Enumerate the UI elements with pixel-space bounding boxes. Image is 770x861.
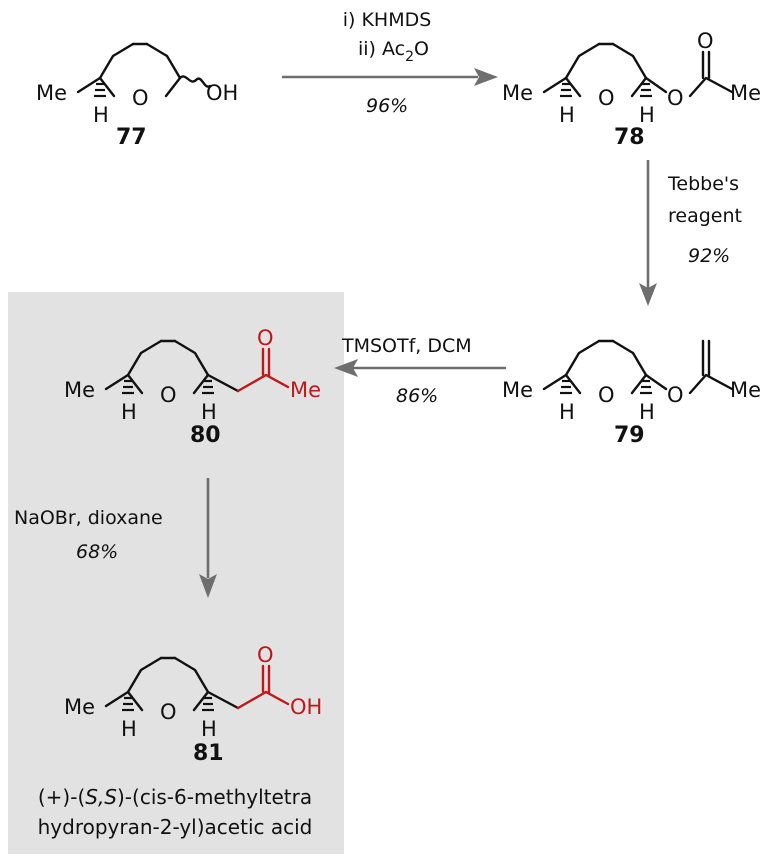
atom-h: H <box>559 400 575 424</box>
text-span: S,S <box>85 785 117 809</box>
step4-reagents: NaOBr, dioxane <box>14 507 163 529</box>
atom-me-red: Me <box>290 378 321 402</box>
atom-o: O <box>667 86 684 110</box>
atom-me: Me <box>730 81 761 105</box>
atom-o-red: O <box>257 643 274 667</box>
step4-yield: 68% <box>76 541 118 563</box>
step2-reagent1: Tebbe's <box>667 173 739 195</box>
compound-label-78: 78 <box>614 125 645 150</box>
atom-o: O <box>132 86 149 110</box>
text-span: ii) Ac <box>358 38 405 60</box>
step1-yield: 96% <box>366 95 408 117</box>
step1-reagent1: i) KHMDS <box>343 9 432 31</box>
text-span: O <box>414 38 429 60</box>
atom-o: O <box>598 383 615 407</box>
atom-o-red: O <box>257 326 274 350</box>
atom-me: Me <box>64 378 95 402</box>
compound-label-80: 80 <box>190 423 221 448</box>
atom-oh-red: OH <box>290 695 322 719</box>
atom-h: H <box>639 103 655 127</box>
molecule-78: Me O H H O O Me <box>502 29 761 127</box>
step1-reagent2: ii) Ac2O <box>358 38 429 65</box>
compound-label-77: 77 <box>116 125 147 150</box>
atom-me: Me <box>502 81 533 105</box>
atom-h: H <box>121 400 137 424</box>
atom-me: Me <box>64 695 95 719</box>
atom-me: Me <box>502 378 533 402</box>
molecule-77: Me O H OH <box>36 42 238 127</box>
atom-h: H <box>201 400 217 424</box>
atom-h: H <box>93 103 109 127</box>
product-name-line2: hydropyran-2-yl)acetic acid <box>38 815 313 839</box>
compound-label-81: 81 <box>193 741 224 766</box>
step3-yield: 86% <box>396 385 438 407</box>
step2-yield: 92% <box>688 245 730 267</box>
molecule-79: Me O H H O Me <box>502 339 761 424</box>
atom-h: H <box>201 717 217 741</box>
compound-label-79: 79 <box>614 423 645 448</box>
product-name-line1: (+)-(S,S)-(cis-6-methyltetra <box>38 785 312 809</box>
atom-h: H <box>559 103 575 127</box>
atom-o: O <box>160 700 177 724</box>
atom-o: O <box>667 383 684 407</box>
text-span: (+)-( <box>38 785 85 809</box>
atom-oh: OH <box>206 81 238 105</box>
highlight-box <box>8 292 344 854</box>
atom-h: H <box>121 717 137 741</box>
arrow-78-79 <box>639 160 657 306</box>
step2-reagent2: reagent <box>668 205 742 227</box>
molecule-80: Me O H H O Me <box>64 326 321 424</box>
step3-reagents: TMSOTf, DCM <box>341 335 472 357</box>
arrow-80-81 <box>199 478 217 598</box>
arrow-79-80 <box>334 359 506 377</box>
atom-o: O <box>697 29 714 53</box>
text-span: )-(cis-6-methyltetra <box>117 785 312 809</box>
molecule-81: Me O H H O OH <box>64 643 322 741</box>
atom-o: O <box>160 383 177 407</box>
text-span: 2 <box>405 49 414 65</box>
atom-me: Me <box>730 378 761 402</box>
arrow-77-78 <box>282 68 498 86</box>
atom-h: H <box>639 400 655 424</box>
atom-o: O <box>598 86 615 110</box>
atom-me: Me <box>36 81 67 105</box>
